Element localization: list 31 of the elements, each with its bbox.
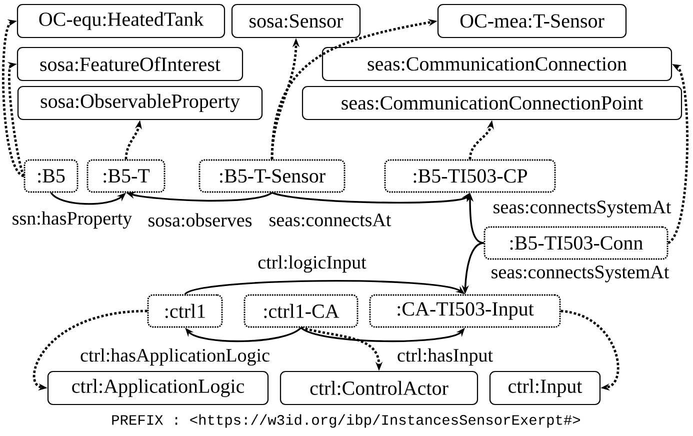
arrow: [2, 19, 24, 177]
instance-box: :B5-T-Sensor: [198, 159, 346, 193]
edge-label: seas:connectsSystemAt: [494, 200, 672, 218]
class-box: ctrl:ControlActor: [280, 370, 478, 406]
edge-label: seas:connectsSystemAt: [492, 266, 670, 282]
class-box: seas:CommunicationConnection: [322, 46, 672, 82]
instance-box: :B5-TI503-CP: [384, 159, 556, 193]
class-box: sosa:FeatureOfInterest: [16, 46, 244, 82]
class-box: sosa:ObservableProperty: [17, 86, 263, 120]
class-box: seas:CommunicationConnectionPoint: [302, 86, 682, 120]
edge-label: ctrl:hasInput: [398, 348, 493, 366]
instance-box: :ctrl1: [147, 294, 223, 328]
instance-box: :CA-TI503-Input: [369, 294, 561, 328]
edge-label: ctrl:hasApplicationLogic: [80, 348, 270, 366]
instance-box: :B5: [24, 159, 78, 193]
edge-label: sosa:observes: [148, 213, 252, 227]
instance-box: :ctrl1-CA: [244, 294, 358, 328]
arrow: [7, 62, 25, 176]
class-box: OC-equ:HeatedTank: [16, 4, 226, 38]
instance-box: :B5-T: [86, 159, 166, 193]
edge-label: ctrl:logicInput: [258, 255, 366, 273]
class-box: ctrl:Input: [489, 370, 601, 406]
edge-label: seas:connectsAt: [270, 214, 392, 226]
class-box: OC-mea:T-Sensor: [437, 4, 627, 38]
arrow: [560, 310, 620, 391]
instance-box: :B5-TI503-Conn: [484, 226, 668, 260]
class-box: ctrl:ApplicationLogic: [47, 370, 269, 406]
prefix-note: PREFIX : <https://w3id.org/ibp/InstancesSensorExerpt#>: [112, 414, 580, 428]
arrow: [667, 64, 688, 244]
class-box: sosa:Sensor: [231, 4, 361, 38]
edge-label: ssn:hasProperty: [12, 211, 132, 229]
